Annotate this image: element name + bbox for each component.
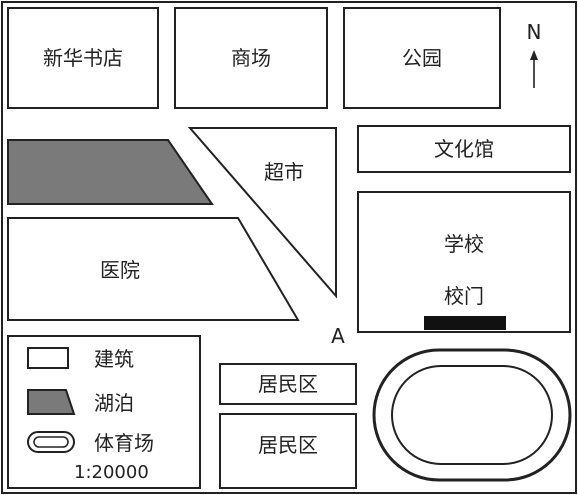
supermarket-label: 超市 [264, 160, 304, 184]
legend-lake-label: 湖泊 [94, 391, 134, 415]
cultural-center-label: 文化馆 [434, 137, 494, 161]
school-gate-label: 校门 [444, 284, 484, 308]
legend: 建筑 湖泊 体育场 1:20000 [7, 335, 201, 489]
building-hospital: 医院 [7, 217, 300, 321]
legend-stadium-label: 体育场 [94, 431, 154, 455]
school-gate [424, 316, 506, 330]
school-label: 学校 [444, 232, 484, 256]
building-cultural-center: 文化馆 [357, 125, 571, 173]
point-a-label: A [331, 324, 345, 348]
building-mall: 商场 [174, 7, 328, 109]
stadium [372, 348, 572, 482]
park-label: 公园 [402, 46, 442, 70]
mall-label: 商场 [231, 46, 271, 70]
north-label: N [527, 20, 542, 44]
residential-2-label: 居民区 [258, 433, 318, 457]
legend-lake-swatch [27, 389, 76, 415]
residential-1-label: 居民区 [258, 372, 318, 396]
legend-building-label: 建筑 [94, 347, 134, 371]
legend-scale: 1:20000 [74, 462, 149, 483]
building-supermarket: 超市 [187, 127, 337, 299]
north-arrow: N [527, 20, 542, 88]
building-bookstore: 新华书店 [7, 7, 159, 109]
building-residential-2: 居民区 [219, 413, 357, 489]
building-residential-1: 居民区 [219, 363, 357, 405]
bookstore-label: 新华书店 [43, 46, 123, 70]
building-park: 公园 [343, 7, 501, 109]
building-school: 学校 校门 [357, 191, 571, 333]
lake [7, 139, 214, 205]
legend-building-swatch [27, 347, 69, 369]
hospital-label: 医院 [100, 258, 140, 282]
